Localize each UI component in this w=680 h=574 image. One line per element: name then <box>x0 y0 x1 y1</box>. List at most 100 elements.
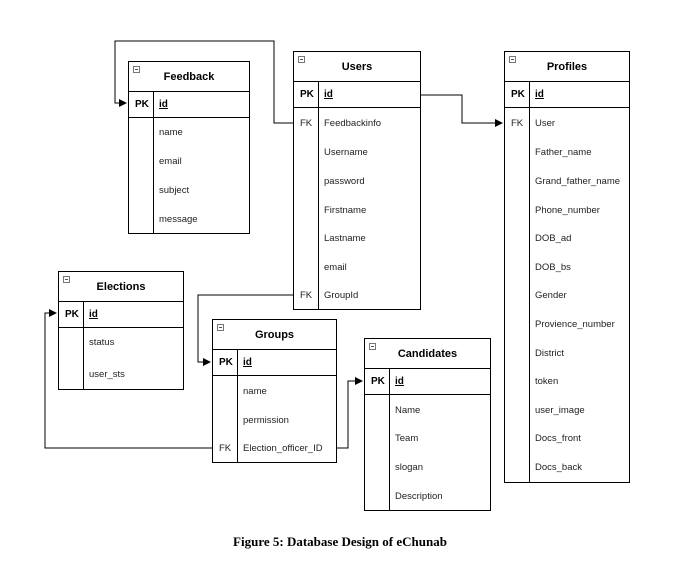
candidates-field: slogan <box>395 462 423 473</box>
elections-pk-row: PK id <box>59 302 183 328</box>
profiles-field: Docs_back <box>535 462 582 473</box>
users-feedback-connector <box>114 40 293 124</box>
pk-label: PK <box>219 357 233 368</box>
profiles-field: Grand_father_name <box>535 176 621 187</box>
pk-label: PK <box>511 89 525 100</box>
profiles-field: DOB_bs <box>535 262 571 273</box>
elections-field: user_sts <box>89 369 125 380</box>
users-profiles-connector <box>421 94 503 127</box>
candidates-field: Description <box>395 491 443 502</box>
candidates-pk-row: PK id <box>365 369 490 395</box>
candidates-pk-field: id <box>395 376 404 387</box>
feedback-fields: name email subject message <box>129 118 249 233</box>
field-key-label: FK <box>511 118 524 129</box>
pk-label: PK <box>371 376 385 387</box>
users-pk-field: id <box>324 89 333 100</box>
feedback-field: email <box>159 156 182 167</box>
column-divider <box>83 302 84 327</box>
collapse-icon[interactable] <box>298 56 305 63</box>
collapse-icon[interactable] <box>133 66 140 73</box>
collapse-icon[interactable] <box>63 276 70 283</box>
figure-caption: Figure 5: Database Design of eChunab <box>233 534 447 549</box>
feedback-field: message <box>159 214 198 225</box>
column-divider <box>318 82 319 107</box>
column-divider <box>389 395 390 510</box>
feedback-field: name <box>159 127 183 138</box>
profiles-field: Gender <box>535 290 567 301</box>
groups-title: Groups <box>254 329 295 341</box>
candidates-field: Team <box>395 433 419 444</box>
column-divider <box>83 328 84 389</box>
collapse-icon[interactable] <box>509 56 516 63</box>
users-field: GroupId <box>324 290 359 301</box>
groups-field: name <box>243 386 267 397</box>
elections-fields: status user_sts <box>59 328 183 389</box>
profiles-field: Father_name <box>535 147 592 158</box>
users-field: email <box>324 262 347 273</box>
candidates-header: Candidates <box>365 339 490 369</box>
users-title: Users <box>341 61 373 73</box>
users-field: Feedbackinfo <box>324 118 382 129</box>
feedback-title: Feedback <box>163 71 215 83</box>
groups-field: Election_officer_ID <box>243 443 323 454</box>
groups-header: Groups <box>213 320 336 350</box>
profiles-header: Profiles <box>505 52 629 82</box>
pk-label: PK <box>300 89 314 100</box>
profiles-pk-field: id <box>535 89 544 100</box>
pk-label: PK <box>135 99 149 110</box>
groups-field: permission <box>243 415 289 426</box>
collapse-icon[interactable] <box>217 324 224 331</box>
elections-title: Elections <box>96 281 146 293</box>
groups-candidates-connector <box>337 377 363 449</box>
elections-field: status <box>89 337 115 348</box>
users-field: Firstname <box>324 205 367 216</box>
pk-label: PK <box>65 309 79 320</box>
users-field: password <box>324 176 365 187</box>
feedback-header: Feedback <box>129 62 249 92</box>
collapse-icon[interactable] <box>369 343 376 350</box>
groups-pk-field: id <box>243 357 252 368</box>
column-divider <box>153 92 154 117</box>
feedback-pk-field: id <box>159 99 168 110</box>
profiles-field: Docs_front <box>535 433 581 444</box>
users-field: Username <box>324 147 368 158</box>
column-divider <box>389 369 390 394</box>
candidates-field: Name <box>395 405 421 416</box>
field-key-label: FK <box>219 443 232 454</box>
profiles-field: Provience_number <box>535 319 615 330</box>
elections-header: Elections <box>59 272 183 302</box>
users-header: Users <box>294 52 420 82</box>
feedback-pk-row: PK id <box>129 92 249 118</box>
users-field: Lastname <box>324 233 366 244</box>
users-groups-connector <box>197 294 293 366</box>
column-divider <box>529 82 530 107</box>
column-divider <box>529 108 530 482</box>
column-divider <box>237 376 238 462</box>
column-divider <box>153 118 154 233</box>
candidates-title: Candidates <box>397 348 458 360</box>
profiles-field: DOB_ad <box>535 233 572 244</box>
feedback-field: subject <box>159 185 190 196</box>
elections-pk-field: id <box>89 309 98 320</box>
field-key-label: FK <box>300 118 313 129</box>
profiles-field: Phone_number <box>535 205 600 216</box>
profiles-field: District <box>535 348 565 359</box>
profiles-title: Profiles <box>546 61 588 73</box>
column-divider <box>318 108 319 309</box>
profiles-field: user_image <box>535 405 585 416</box>
field-key-label: FK <box>300 290 313 301</box>
profiles-field: token <box>535 376 559 387</box>
groups-elections-connector <box>44 309 212 449</box>
